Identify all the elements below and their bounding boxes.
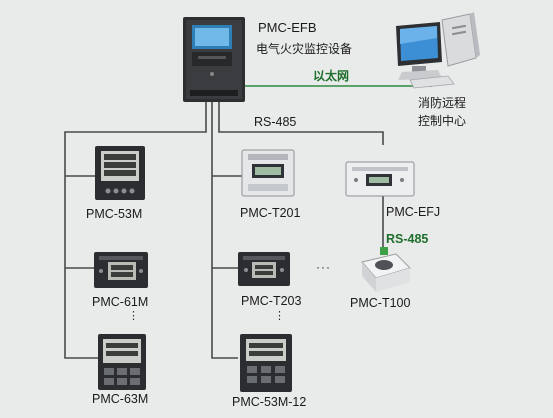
- control-center-line2: 控制中心: [418, 114, 467, 128]
- label-pmc-63m: PMC-63M: [92, 392, 149, 406]
- vertical-ellipsis-left: ⋮: [128, 310, 139, 322]
- pmc-61m-meter: [94, 252, 148, 288]
- pmc-t201-module: [241, 149, 295, 197]
- controller-model-label: PMC-EFB: [258, 20, 317, 35]
- label-pmc-53m: PMC-53M: [86, 207, 143, 221]
- rs485-main-label: RS-485: [254, 115, 297, 129]
- ethernet-label: 以太网: [313, 69, 350, 83]
- middle-bus-drop: [211, 100, 238, 359]
- horizontal-ellipsis: ···: [316, 260, 331, 274]
- control-center-line1: 消防远程: [418, 96, 467, 110]
- bus-wiring: [64, 100, 384, 359]
- label-pmc-61m: PMC-61M: [92, 295, 149, 309]
- right-bus-drop: [218, 100, 384, 145]
- pmc-t203-module: [238, 252, 290, 286]
- label-pmc-t201: PMC-T201: [240, 206, 301, 220]
- label-pmc-t100: PMC-T100: [350, 296, 411, 310]
- label-pmc-t203: PMC-T203: [241, 294, 302, 308]
- pmc-53m-meter: [95, 146, 145, 200]
- vertical-ellipsis-middle: ⋮: [274, 310, 285, 322]
- pmc-t100-sensor: [361, 247, 411, 292]
- pmc-53m-12-meter: [240, 334, 292, 392]
- label-pmc-53m-12: PMC-53M-12: [232, 395, 307, 409]
- computer-icon: [396, 12, 480, 89]
- pmc-efj-module: [345, 161, 415, 197]
- pmc-63m-meter: [98, 334, 146, 390]
- controller-description-label: 电气火灾监控设备: [256, 42, 353, 56]
- rs485-sub-label: RS-485: [386, 232, 429, 246]
- label-pmc-efj: PMC-EFJ: [386, 205, 441, 219]
- left-bus-drop: [64, 100, 207, 359]
- pmc-efb-cabinet: [183, 17, 245, 102]
